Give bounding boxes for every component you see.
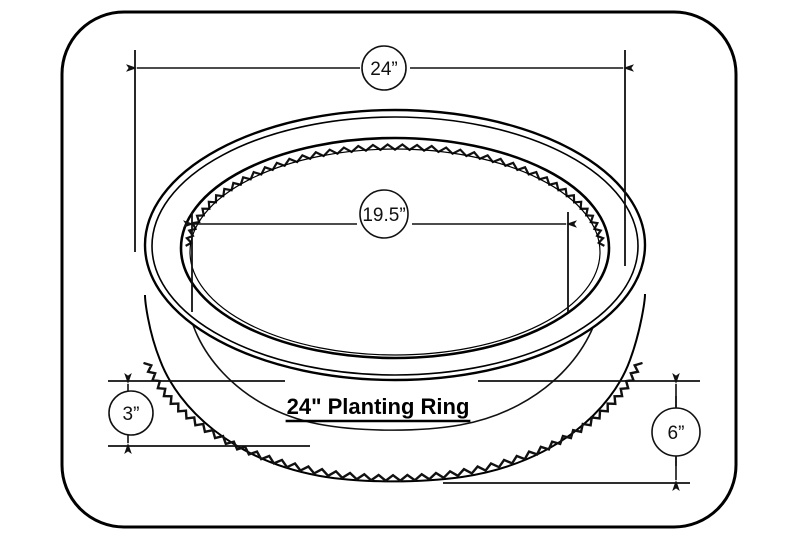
dimension-rim-height: 3” — [108, 373, 310, 454]
dimension-label-3: 3” — [123, 404, 140, 425]
dimension-overall-height: 6” — [443, 373, 701, 491]
rounded-rectangle-frame — [60, 10, 738, 529]
dimension-outer-diameter: 24” — [126, 45, 634, 266]
dimension-label-195: 19.5” — [362, 205, 405, 226]
bowl-inner-wall-arc — [187, 299, 601, 431]
drawing-title-group: 24" Planting Ring — [285, 394, 471, 423]
dimension-bubble-6 — [651, 407, 701, 457]
dimension-bubble-24 — [361, 45, 407, 91]
opening-inner-highlight-ellipse — [189, 148, 601, 356]
dimension-bubble-195 — [359, 189, 409, 239]
rim-thickness-ellipse — [151, 116, 639, 376]
dimension-label-6: 6” — [668, 423, 685, 444]
rim-inner-ellipse — [179, 136, 611, 360]
dimension-bubble-3 — [108, 390, 154, 436]
page-title: 24" Planting Ring — [287, 394, 470, 419]
serrated-bottom-edge — [143, 362, 643, 483]
dimension-inner-diameter: 19.5” — [183, 189, 577, 312]
planting-ring-body — [143, 108, 647, 483]
dimension-label-24: 24” — [370, 59, 397, 80]
